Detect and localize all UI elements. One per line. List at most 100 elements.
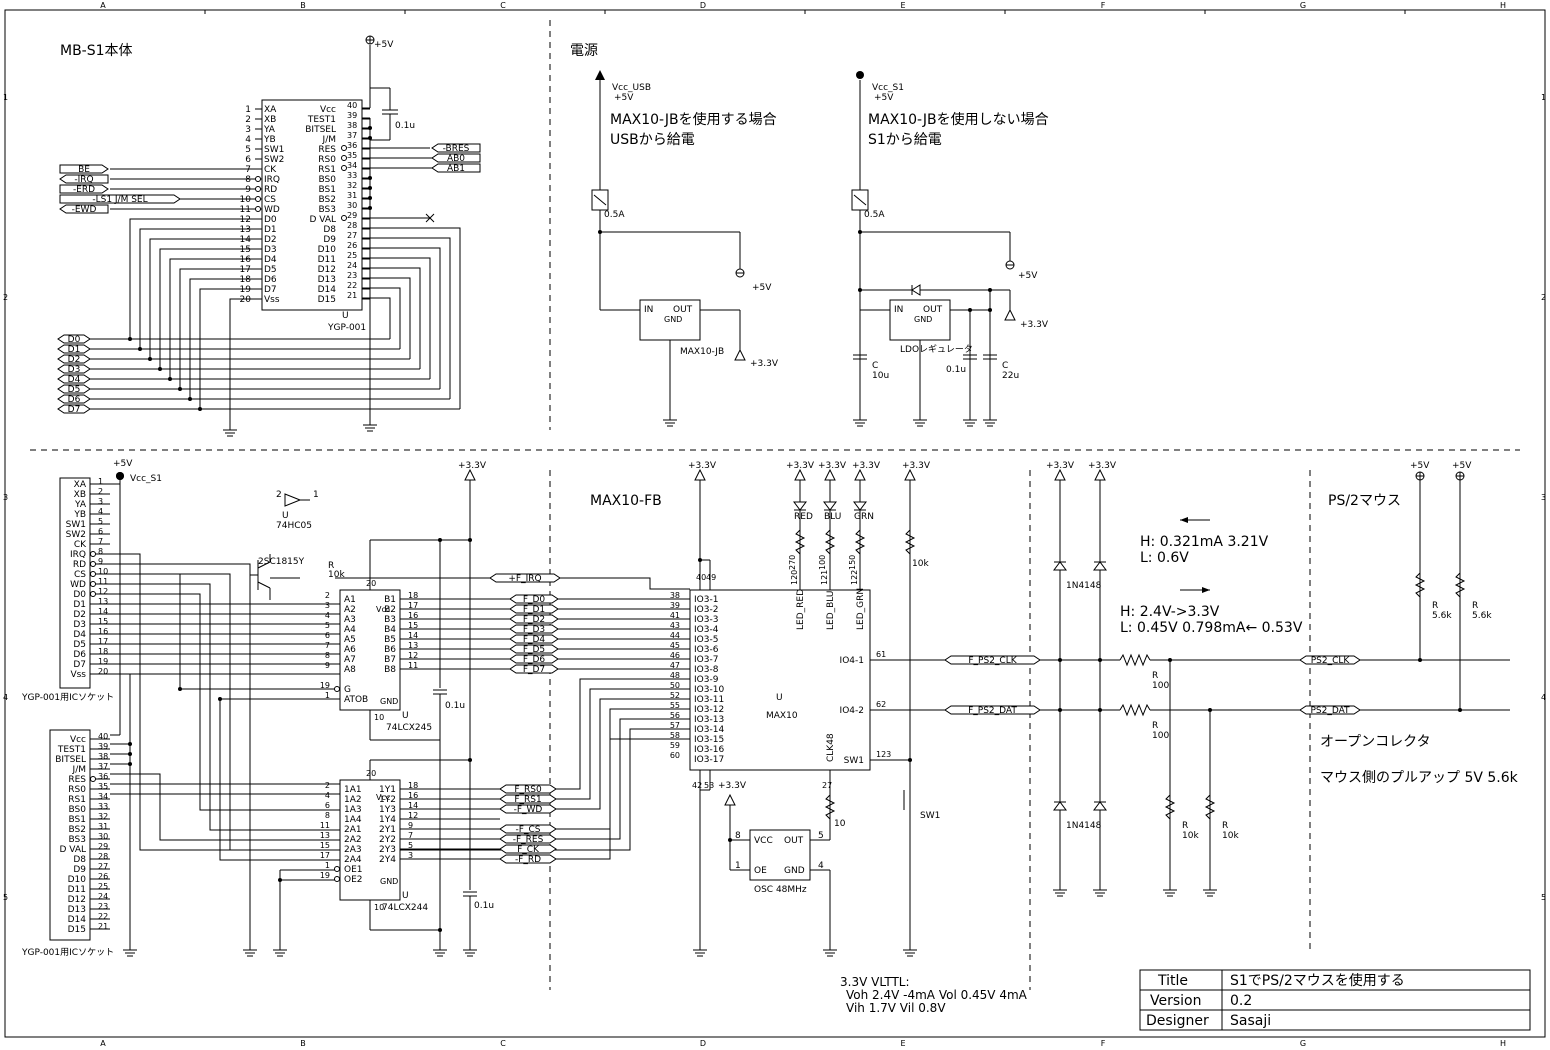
socket2-pin-name: J/M: [72, 765, 86, 775]
socket2-pin-num: 35: [98, 782, 108, 791]
p33v-symbol: [464, 468, 476, 481]
junction: [468, 538, 472, 542]
ic245-b-name: B8: [384, 665, 396, 675]
max10jb-out: OUT: [673, 305, 693, 315]
ygp-top-pin-name: Vss: [264, 295, 280, 305]
socket1-pin-num: 3: [98, 497, 103, 506]
r4-label: R: [1222, 821, 1228, 831]
socket1-pin-num: 15: [98, 617, 108, 626]
bus-D0: D0: [68, 335, 81, 345]
ygp-top-pin-num-r: 35: [347, 151, 357, 160]
ic245-b-num: 12: [408, 651, 418, 660]
ygp-top-pin-name: D4: [264, 255, 277, 265]
ic244-y-num: 12: [408, 811, 418, 820]
sig-ls1-flag: [59, 194, 181, 204]
grid-col-bottom: H: [1500, 1039, 1506, 1048]
socket1-pin-num: 14: [98, 607, 108, 616]
bus-D3: D3: [68, 365, 81, 375]
lvttl-3: Vih 1.7V Vil 0.8V: [846, 1001, 946, 1015]
socket2-pin-num: 36: [98, 772, 108, 781]
max10-left-num: 52: [670, 691, 680, 700]
net-ctrl-flag: [499, 824, 557, 834]
grid-col-bottom: E: [900, 1039, 905, 1048]
d1-33v: +3.3V: [1046, 461, 1075, 471]
ic244-a-num: 1: [325, 861, 330, 870]
socket2-pin-name: D14: [68, 915, 87, 925]
grid-row-right: 2: [1541, 293, 1546, 302]
inv-bubble: [90, 581, 96, 587]
socket2-pin-num: 26: [98, 872, 108, 881]
socket1-pin-num: 10: [98, 567, 108, 576]
ygp-top-pin-name-r: D10: [318, 245, 337, 255]
socket1-pin-num: 7: [98, 537, 103, 546]
socket2-pin-name: D11: [68, 885, 86, 895]
max10-left-name: IO3-12: [694, 705, 724, 715]
bus-junction: [148, 357, 152, 361]
led-name: GRN: [854, 512, 874, 522]
ygp-top-pin-num: 5: [245, 145, 251, 155]
ic245-b-name: B4: [384, 625, 396, 635]
r6-val: 5.6k: [1472, 611, 1492, 621]
socket1-pin-name: YA: [74, 500, 87, 510]
ic245-b-num: 11: [408, 661, 418, 670]
ic244-y-name: 2Y4: [379, 855, 396, 865]
bus-D5: D5: [68, 385, 81, 395]
net-ctrl: F_CK: [517, 845, 540, 855]
junction: [368, 136, 372, 140]
net-F_D5-flag: [509, 644, 559, 654]
socket2-pin-num: 37: [98, 762, 108, 771]
osc-r10: 10: [834, 819, 846, 829]
r1-val: 100: [1152, 681, 1169, 691]
ic245-a-name: A6: [344, 645, 356, 655]
grid-col-top: F: [1101, 1, 1106, 10]
net-ctrl: F_RS0: [514, 785, 542, 795]
s1-note-2: S1から給電: [868, 132, 942, 148]
r3-val: 10k: [1182, 831, 1199, 841]
bus-D2-flag: [57, 354, 91, 364]
ic244-y-num: 3: [408, 851, 413, 860]
ic245-b-name: B2: [384, 605, 396, 615]
osc-n4: 4: [818, 861, 824, 871]
ygp-top-pin-name: D2: [264, 235, 277, 245]
socket1-pin-num: 5: [98, 517, 103, 526]
grid-col-bottom: F: [1101, 1039, 1106, 1048]
ic245-chip: [339, 589, 401, 711]
ic245-b-num: 16: [408, 611, 418, 620]
ygp-top-pin-num-r: 21: [347, 291, 357, 300]
r10k-b: 10k: [328, 570, 345, 580]
max10-led-num: 121: [820, 570, 829, 585]
max10-right-num: 62: [876, 700, 886, 709]
ic245-a-name: A7: [344, 655, 356, 665]
net-ctrl: -F_CS: [516, 825, 541, 835]
socket2-chip: [49, 729, 91, 941]
bus-junction: [158, 367, 162, 371]
max10-left-name: IO3-10: [694, 685, 724, 695]
r6-label: R: [1472, 601, 1478, 611]
ic245-b-num: 18: [408, 591, 418, 600]
grid-row-right: 3: [1541, 493, 1546, 502]
ic245-a-name: A4: [344, 625, 356, 635]
socket1-pin-num: 9: [98, 557, 103, 566]
ygp-top-pin-name-r: D12: [318, 265, 336, 275]
socket1-pin-num: 19: [98, 657, 108, 666]
max10-left-name: IO3-7: [694, 655, 718, 665]
ic245-g-name: G: [344, 685, 351, 695]
ygp-top-pin-num-r: 39: [347, 111, 357, 120]
socket2-pin-name: BS2: [69, 825, 86, 835]
version-label: Version: [1150, 993, 1201, 1009]
r5-val: 5.6k: [1432, 611, 1452, 621]
ygp-part: YGP-001: [327, 323, 366, 333]
ygp-top-pin-name: SW2: [264, 155, 284, 165]
grid-row-left: 5: [3, 893, 8, 902]
ygp-top-pin-name-r: D13: [318, 275, 336, 285]
ygp-top-pin-name: YA: [263, 125, 276, 135]
bus-D7: D7: [68, 405, 81, 415]
ic244-ref: U: [402, 891, 409, 901]
junction: [858, 230, 862, 234]
ic245-a-name: A5: [344, 635, 356, 645]
c-label-1: C: [872, 361, 878, 371]
max10-left-num: 39: [670, 601, 680, 610]
usb-5v-label: +5V: [614, 93, 634, 103]
ygp-top-pin-num: 20: [240, 295, 252, 305]
